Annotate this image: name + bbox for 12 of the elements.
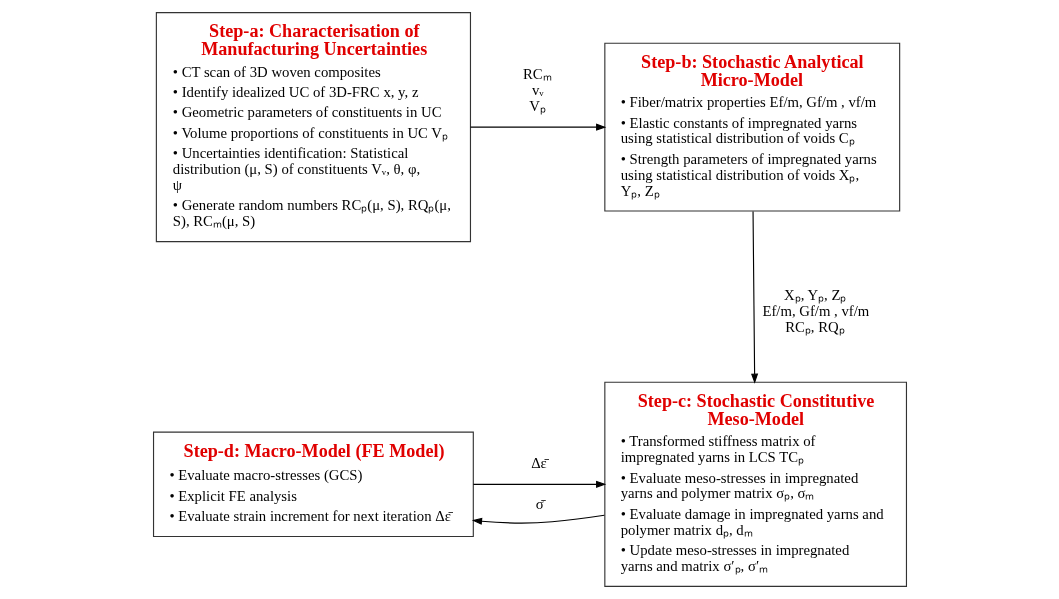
edge-label: RCₘ vᵥ Vₚ: [522, 65, 552, 114]
node-box: Step-d: Macro-Model (FE Model) • Evaluate macro-stresses (GCS) • Explicit FE analysis • Evaluate strain increment for next iteration Δε̄: [152, 431, 474, 538]
edge-label: Δε̄: [530, 454, 547, 471]
node-box: Step-c: Stochastic Constitutive Meso-Model • Transformed stiffness matrix of impregnated yarns in LCS TCₚ • Evaluate meso-stresses in impregnated yarns and polymer matrix σₚ, σₘ • Evaluate damage in impregnated yarns and polymer matrix dₚ, dₘ • Update meso-stresses in impregnated yarns and matrix σ′ₚ, σ′ₘ: [603, 381, 907, 587]
edge-label: σ̄: [535, 495, 544, 512]
arrow: [750, 210, 758, 384]
arrow: [469, 123, 606, 131]
edge-label: Xₚ, Yₚ, Zₚ Ef/m, Gf/m , vf/m RCₚ, RQₚ: [761, 286, 869, 335]
arrow: [472, 480, 606, 488]
arrow: [471, 514, 605, 525]
node-box: Step-b: Stochastic Analytical Micro-Model • Fiber/matrix properties Ef/m, Gf/m , vf/m • Elastic constants of impregnated yarns using statistical distribution of voids Cₚ • Strength parameters of impregnated yarns using statistical distribution of voids Xₚ, Yₚ, Zₚ: [603, 42, 900, 212]
node-box: Step-a: Characterisation of Manufacturing Uncertainties • CT scan of 3D woven composites • Identify idealized UC of 3D-FRC x, y, z • Geometric parameters of constituents in UC • Volume proportions of constituents in UC Vₚ • Uncertainties identification: Statistical distribution (μ, S) of constituents Vᵥ, θ, φ, ψ • Generate random numbers RCₚ(μ, S), RQₚ(μ, S), RCₘ(μ, S): [155, 12, 471, 243]
